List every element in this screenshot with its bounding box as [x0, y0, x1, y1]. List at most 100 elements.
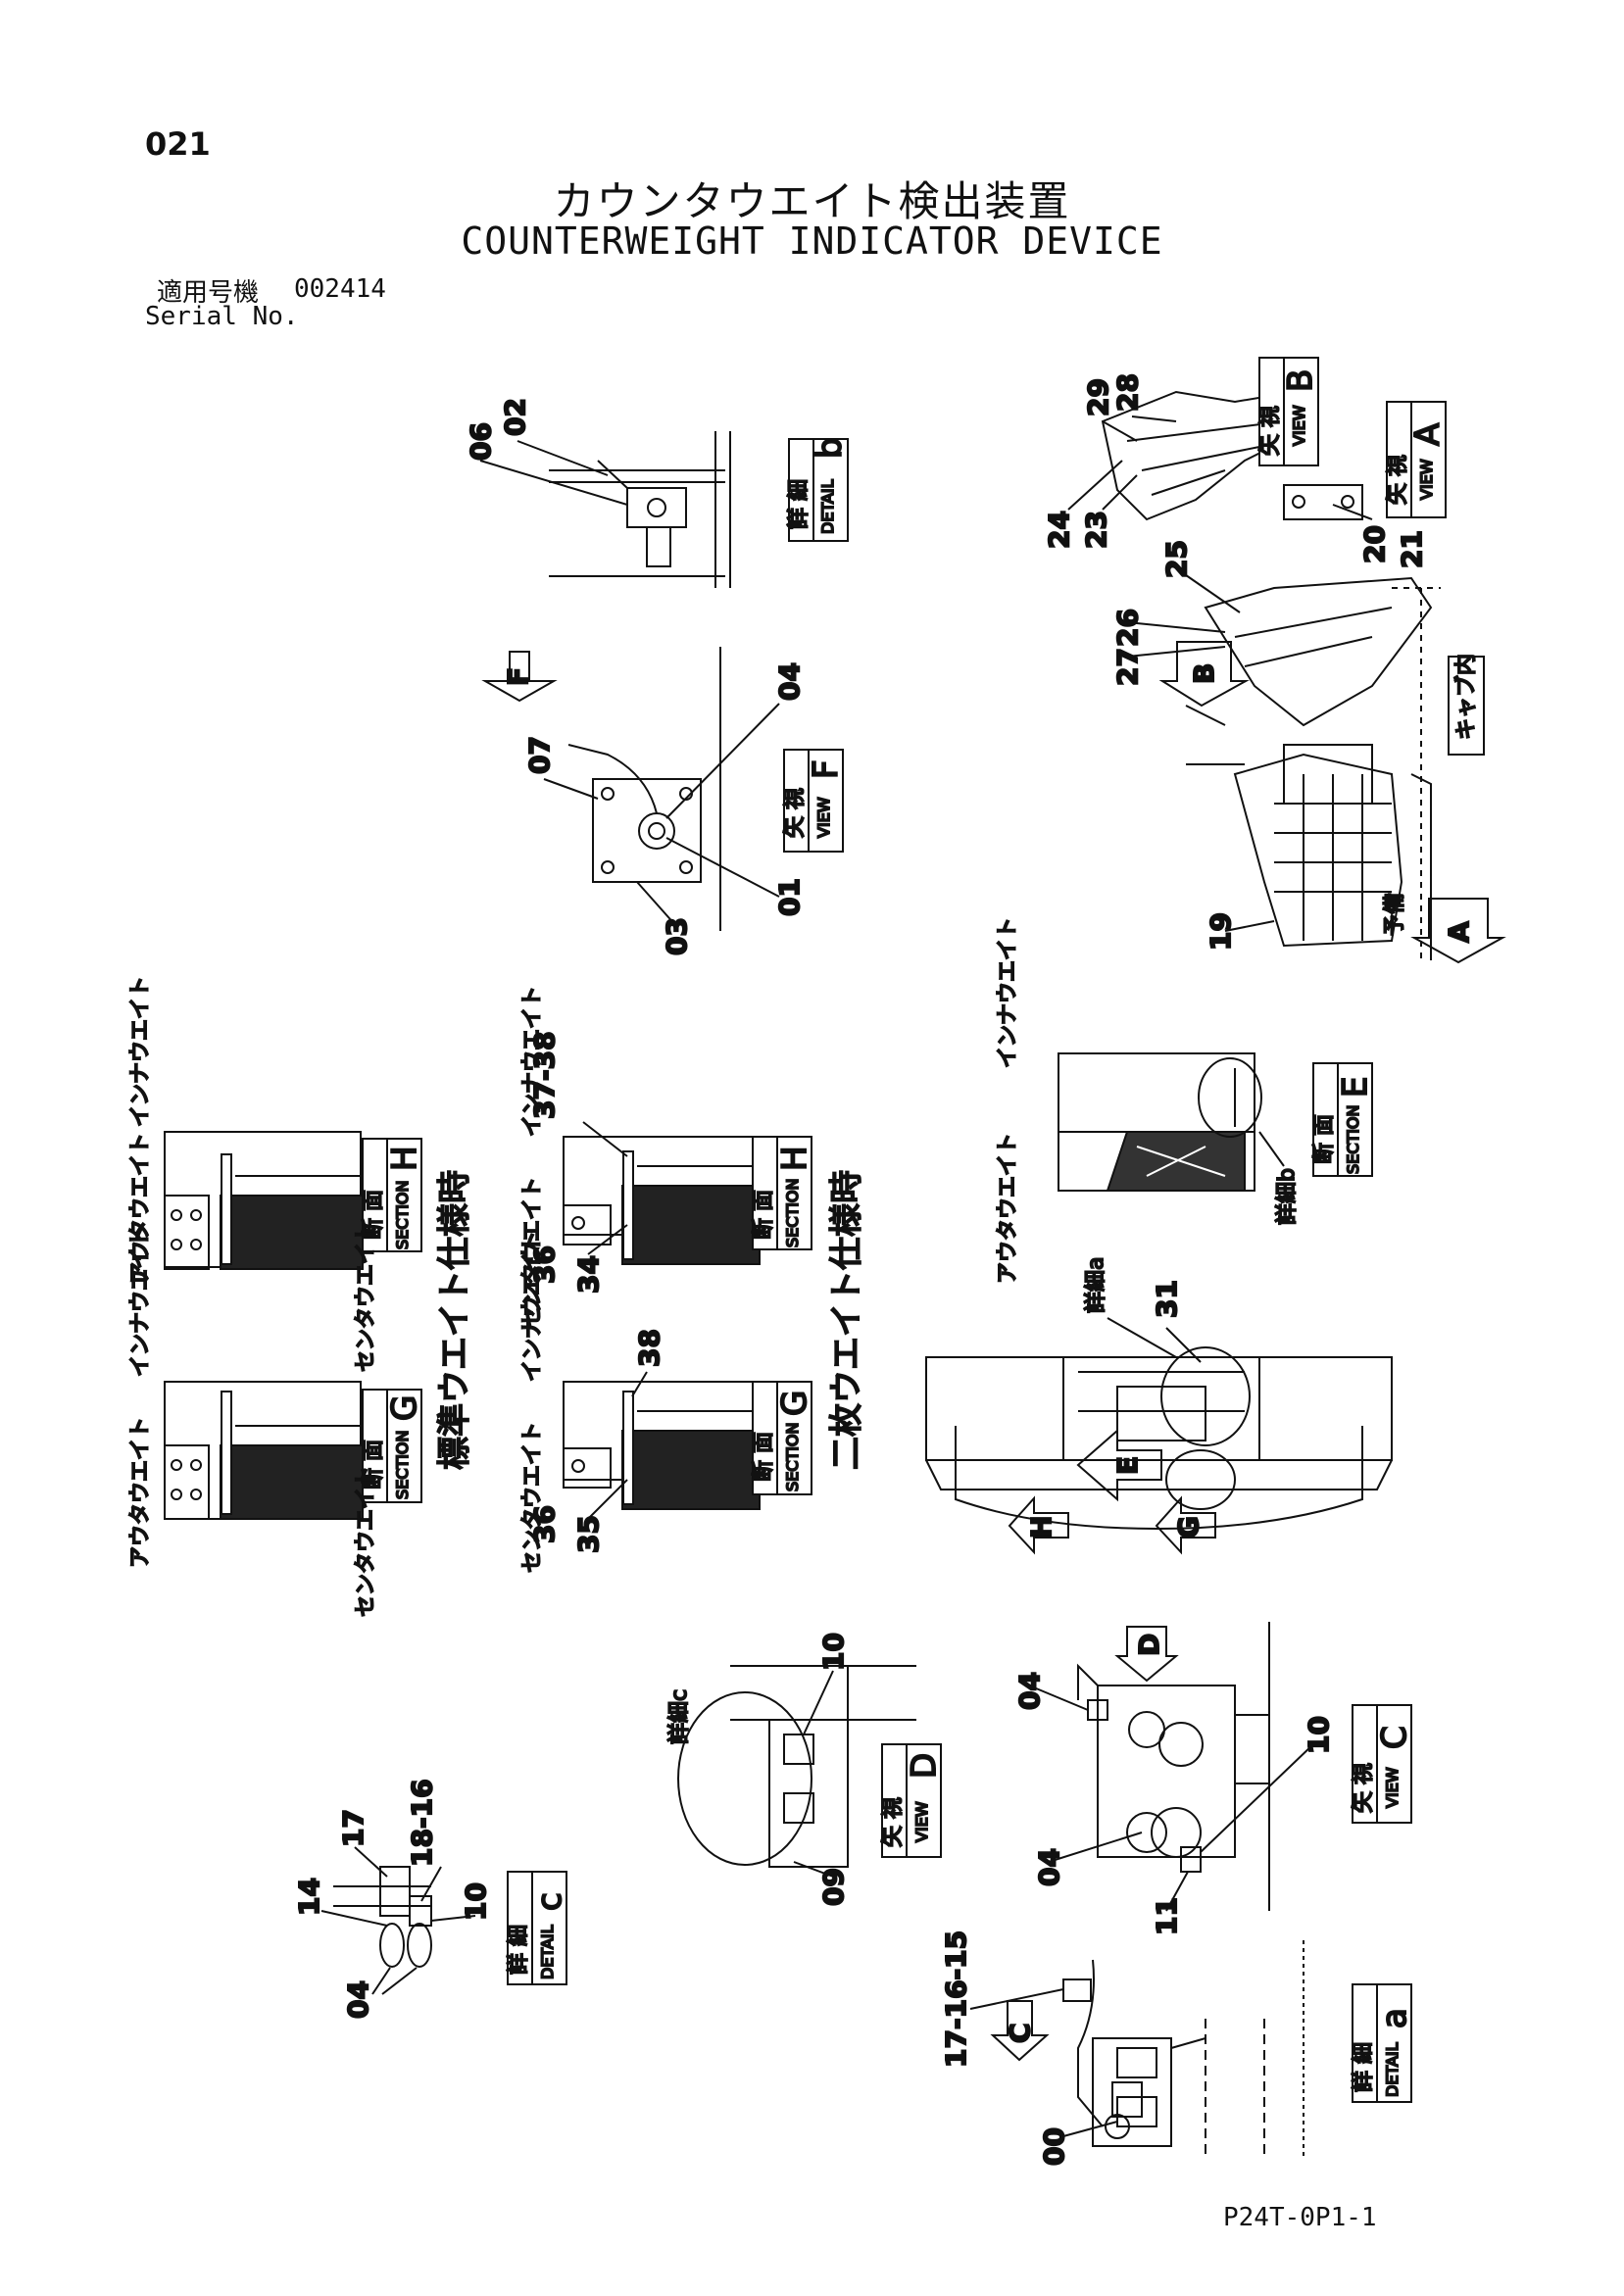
detail-b-mark: 詳細b [1275, 1168, 1300, 1225]
view-a-letter: A [1408, 423, 1448, 446]
arrow-h-letter: H [1025, 1516, 1058, 1539]
part-28: 28 [1111, 373, 1144, 412]
part-25: 25 [1160, 540, 1193, 578]
section-g2-en: SECTION [783, 1423, 802, 1492]
std-outer-label-h: アウタウエイト [128, 1133, 153, 1284]
part-17-16-15: 17-16-15 [940, 1930, 972, 2068]
standard-spec-title: 標準ウエイト仕様時 [435, 1170, 474, 1470]
arrow-h: H [1008, 1495, 1069, 1555]
section-h2-en: SECTION [783, 1179, 802, 1248]
section-e-outer-label: アウタウエイト [996, 1133, 1020, 1284]
part-21: 21 [1396, 530, 1428, 568]
part-23: 23 [1080, 511, 1112, 549]
arrow-d-letter: D [1133, 1634, 1165, 1656]
arrow-e: E [1076, 1428, 1162, 1502]
detail-a-letter: a [1375, 2008, 1414, 2028]
rear-plan-drawing [925, 1346, 1393, 1531]
section-e-inner-label: インナウエイト [996, 917, 1020, 1068]
serial-label-english: Serial No. [145, 302, 299, 331]
std-center-label-g: センタウエイト [354, 1466, 378, 1617]
detail-a-jp: 詳 細 [1352, 2042, 1376, 2092]
part-06: 06 [465, 422, 497, 461]
part-36-h: 36 [528, 1246, 561, 1284]
section-e-drawing [1058, 1052, 1262, 1192]
detail-b-drawing [549, 431, 731, 588]
part-04-view-f: 04 [773, 662, 806, 701]
double-spec-title: 二枚ウエイト仕様時 [827, 1170, 866, 1470]
part-18-16: 18-16 [406, 1779, 438, 1867]
arrow-g-letter: G [1172, 1516, 1205, 1539]
section-h2-label-box: 断 面 SECTION H [751, 1136, 815, 1250]
part-07: 07 [523, 736, 556, 774]
document-code: P24T-0P1-1 [1223, 2203, 1377, 2232]
view-c-en: VIEW [1383, 1767, 1402, 1808]
section-h1-jp: 断 面 [362, 1190, 386, 1240]
detail-b-letter: b [811, 437, 850, 459]
serial-value: 002414 [294, 274, 386, 304]
part-17-detail-c: 17 [337, 1809, 369, 1847]
arrow-a-letter: A [1443, 921, 1475, 943]
part-26: 26 [1111, 609, 1144, 647]
section-g1-en: SECTION [393, 1431, 412, 1500]
view-b-letter: B [1281, 369, 1320, 392]
arrow-e-letter: E [1111, 1456, 1144, 1475]
title-english: COUNTERWEIGHT INDICATOR DEVICE [461, 220, 1163, 263]
part-11: 11 [1151, 1897, 1183, 1935]
part-36-g: 36 [528, 1505, 561, 1543]
section-h2-letter: H [775, 1146, 814, 1171]
dbl-center-label-h: センタウエイト [520, 1177, 545, 1328]
section-e-jp: 断 面 [1312, 1114, 1337, 1164]
detail-c-label-box: 詳 細 DETAIL c [506, 1871, 570, 1985]
view-c-letter: C [1375, 1726, 1414, 1749]
serial-label-japanese: 適用号機 [157, 278, 260, 308]
view-c-jp: 矢 視 [1352, 1763, 1376, 1813]
standard-section-h-drawing [164, 1131, 364, 1270]
part-27: 27 [1111, 648, 1144, 686]
spare-text: 予備 [1383, 893, 1407, 936]
detail-c-mark: 詳細c [667, 1689, 692, 1744]
detail-c-drawing [333, 1866, 432, 1968]
std-inner-label-g: インナウエイト [128, 1226, 153, 1377]
view-a-drawing [1283, 484, 1363, 520]
in-cab-text: キャブ内 [1454, 654, 1479, 740]
std-inner-label-h: インナウエイト [128, 976, 153, 1127]
detail-c-en: DETAIL [538, 1925, 557, 1979]
section-g1-jp: 断 面 [362, 1440, 386, 1490]
view-d-en: VIEW [912, 1801, 931, 1842]
section-g2-letter: G [775, 1391, 814, 1416]
part-04-view-c-bottom: 04 [1033, 1848, 1065, 1886]
view-f-letter: F [807, 759, 846, 779]
part-00: 00 [1038, 2127, 1070, 2166]
section-g2-label-box: 断 面 SECTION G [751, 1381, 815, 1495]
section-h1-en: SECTION [393, 1181, 412, 1250]
detail-a-drawing [1062, 1940, 1304, 2156]
detail-a-en: DETAIL [1383, 2042, 1402, 2097]
arrow-f: F [481, 651, 558, 703]
detail-a-mark: 詳細a [1084, 1257, 1108, 1313]
in-cab-label: キャブ内 [1448, 653, 1485, 756]
view-f-en: VIEW [814, 797, 833, 838]
arrow-b: B [1158, 641, 1250, 708]
section-h1-letter: H [385, 1146, 424, 1171]
view-a-jp: 矢 視 [1386, 455, 1410, 505]
part-03: 03 [661, 917, 693, 955]
detail-c-jp: 詳 細 [507, 1925, 531, 1975]
view-d-jp: 矢 視 [881, 1797, 906, 1847]
standard-section-g-drawing [164, 1381, 364, 1520]
arrow-f-letter: F [502, 667, 534, 686]
view-f-jp: 矢 視 [783, 788, 808, 838]
view-f-label-box: 矢 視 VIEW F [782, 749, 847, 853]
double-section-g-drawing [563, 1381, 761, 1510]
detail-a-label-box: 詳 細 DETAIL a [1351, 1983, 1415, 2103]
part-34: 34 [572, 1255, 605, 1294]
section-h2-jp: 断 面 [752, 1190, 776, 1240]
dbl-inner-label-h: インナウエイト [520, 986, 545, 1137]
title-japanese: カウンタウエイト検出装置 [553, 177, 1071, 225]
view-a-label-box: 矢 視 VIEW A [1385, 401, 1449, 518]
std-outer-label-g: アウタウエイト [128, 1417, 153, 1568]
part-29: 29 [1082, 378, 1114, 416]
arrow-d: D [1114, 1626, 1179, 1683]
double-section-h-drawing [563, 1136, 761, 1265]
section-g2-jp: 断 面 [752, 1432, 776, 1482]
